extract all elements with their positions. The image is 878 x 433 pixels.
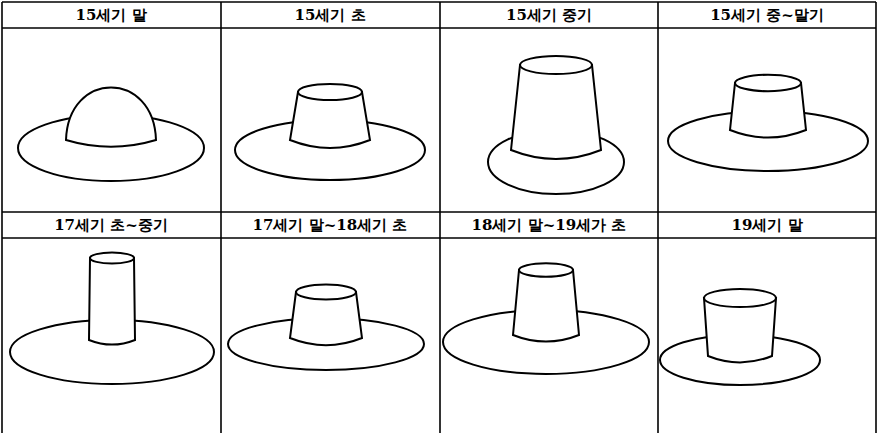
grid-line [2, 237, 876, 239]
hat-crown-top [296, 285, 356, 300]
grid-line [220, 2, 222, 433]
hat-figure [668, 75, 868, 171]
grid-line [2, 1, 876, 3]
table-header: 19세기 말 [731, 216, 802, 234]
hat-figure [18, 88, 204, 182]
hat-crown-top [704, 289, 776, 307]
grid-line [2, 211, 876, 213]
hat-crown [89, 258, 135, 345]
hat-figure [488, 56, 624, 194]
hat-figure [228, 285, 424, 371]
hat-crown-top [520, 56, 592, 74]
hat-crown [66, 88, 156, 147]
hat-figure [660, 289, 820, 385]
table-header: 15세기 중~말기 [710, 6, 824, 24]
hat-crown [513, 270, 579, 342]
table-header: 17세기 말~18세기 초 [253, 216, 408, 234]
hat-crown [511, 65, 601, 159]
hat-crown-top [90, 253, 134, 264]
table-header: 15세기 말 [75, 6, 146, 24]
grid-line [439, 2, 441, 433]
table-header: 15세기 초 [294, 6, 365, 24]
grid-line [1, 2, 3, 433]
hat-crown-top [735, 75, 801, 92]
hat-figure [443, 263, 649, 374]
grid-line [2, 27, 876, 29]
hat-drawings [10, 56, 868, 385]
hat-crown-top [298, 84, 362, 100]
hat-figure [10, 253, 214, 385]
hat-figure [235, 84, 425, 180]
grid-line [875, 2, 877, 433]
table-header: 15세기 중기 [506, 6, 592, 24]
table-header: 18세기 말~19세가 초 [472, 216, 627, 234]
table-header: 17세기 초~중기 [54, 216, 168, 234]
hat-crown-top [519, 263, 573, 277]
grid-line [657, 2, 659, 433]
